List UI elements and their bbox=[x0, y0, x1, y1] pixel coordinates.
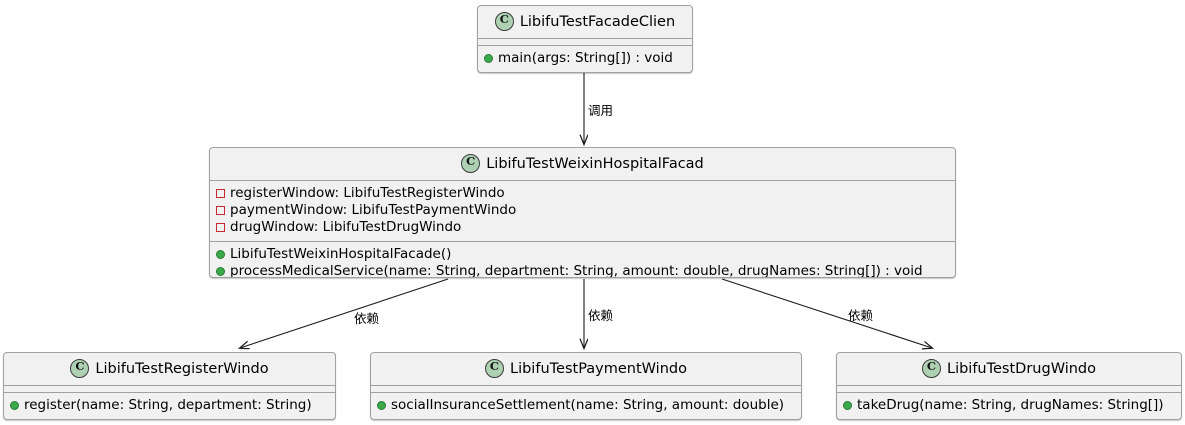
class-box-payment-window[interactable]: LibifuTestPaymentWindo socialInsuranceSe… bbox=[370, 352, 802, 420]
class-box-register-window[interactable]: LibifuTestRegisterWindo register(name: S… bbox=[3, 352, 336, 420]
member-label: processMedicalService(name: String, depa… bbox=[230, 263, 923, 278]
fields-compartment-facade-client bbox=[478, 39, 692, 46]
class-header-register-window: LibifuTestRegisterWindo bbox=[4, 353, 335, 386]
edge-label-dependency-payment: 依赖 bbox=[588, 308, 614, 323]
class-name-weixin-hospital-facade: LibifuTestWeixinHospitalFacad bbox=[486, 156, 704, 172]
class-box-facade-client[interactable]: LibifuTestFacadeClien main(args: String[… bbox=[477, 5, 693, 73]
class-circle-icon bbox=[494, 12, 514, 31]
member-row: socialInsuranceSettlement(name: String, … bbox=[377, 397, 795, 414]
member-label: takeDrug(name: String, drugNames: String… bbox=[857, 397, 1164, 413]
fields-compartment-weixin-hospital-facade: registerWindow: LibifuTestRegisterWindo … bbox=[210, 181, 955, 242]
member-label: LibifuTestWeixinHospitalFacade() bbox=[230, 246, 452, 262]
member-row: paymentWindow: LibifuTestPaymentWindo bbox=[216, 202, 949, 219]
class-circle-icon bbox=[461, 154, 481, 173]
class-name-payment-window: LibifuTestPaymentWindo bbox=[510, 361, 687, 377]
edge-label-dependency-register: 依赖 bbox=[354, 311, 380, 326]
class-header-drug-window: LibifuTestDrugWindo bbox=[837, 353, 1181, 386]
class-header-weixin-hospital-facade: LibifuTestWeixinHospitalFacad bbox=[210, 148, 955, 181]
member-row: register(name: String, department: Strin… bbox=[10, 397, 329, 414]
methods-compartment-weixin-hospital-facade: LibifuTestWeixinHospitalFacade() process… bbox=[210, 242, 955, 278]
class-box-weixin-hospital-facade[interactable]: LibifuTestWeixinHospitalFacad registerWi… bbox=[209, 147, 956, 278]
class-header-payment-window: LibifuTestPaymentWindo bbox=[371, 353, 801, 386]
fields-compartment-drug-window bbox=[837, 386, 1181, 393]
fields-compartment-register-window bbox=[4, 386, 335, 393]
member-row: drugWindow: LibifuTestDrugWindo bbox=[216, 219, 949, 236]
member-row: takeDrug(name: String, drugNames: String… bbox=[843, 397, 1175, 414]
member-label: paymentWindow: LibifuTestPaymentWindo bbox=[230, 202, 517, 218]
class-box-drug-window[interactable]: LibifuTestDrugWindo takeDrug(name: Strin… bbox=[836, 352, 1182, 420]
edge-label-dependency-drug: 依赖 bbox=[848, 308, 874, 323]
public-visibility-icon bbox=[377, 401, 386, 410]
methods-compartment-payment-window: socialInsuranceSettlement(name: String, … bbox=[371, 393, 801, 419]
public-visibility-icon bbox=[216, 267, 225, 276]
member-row: registerWindow: LibifuTestRegisterWindo bbox=[216, 185, 949, 202]
public-visibility-icon bbox=[216, 250, 225, 259]
private-visibility-icon bbox=[216, 189, 225, 198]
class-circle-icon bbox=[70, 359, 90, 378]
member-label: register(name: String, department: Strin… bbox=[24, 397, 312, 413]
class-circle-icon bbox=[485, 359, 504, 378]
public-visibility-icon bbox=[484, 54, 493, 63]
member-row: LibifuTestWeixinHospitalFacade() bbox=[216, 246, 949, 263]
methods-compartment-drug-window: takeDrug(name: String, drugNames: String… bbox=[837, 393, 1181, 419]
member-label: registerWindow: LibifuTestRegisterWindo bbox=[230, 185, 505, 201]
public-visibility-icon bbox=[843, 401, 852, 410]
member-label: drugWindow: LibifuTestDrugWindo bbox=[230, 219, 462, 235]
private-visibility-icon bbox=[216, 206, 225, 215]
connector-facade-to-register bbox=[240, 278, 449, 348]
class-name-register-window: LibifuTestRegisterWindo bbox=[95, 361, 269, 377]
member-label: main(args: String[]) : void bbox=[498, 50, 673, 66]
methods-compartment-register-window: register(name: String, department: Strin… bbox=[4, 393, 335, 419]
class-name-drug-window: LibifuTestDrugWindo bbox=[946, 361, 1097, 377]
class-header-facade-client: LibifuTestFacadeClien bbox=[478, 6, 692, 39]
edge-label-call: 调用 bbox=[588, 103, 614, 118]
class-name-facade-client: LibifuTestFacadeClien bbox=[519, 14, 676, 30]
public-visibility-icon bbox=[10, 401, 19, 410]
member-row: processMedicalService(name: String, depa… bbox=[216, 263, 949, 278]
fields-compartment-payment-window bbox=[371, 386, 801, 393]
class-circle-icon bbox=[921, 359, 941, 378]
member-row: main(args: String[]) : void bbox=[484, 50, 686, 67]
member-label: socialInsuranceSettlement(name: String, … bbox=[391, 397, 785, 413]
private-visibility-icon bbox=[216, 223, 225, 232]
connector-facade-to-drug bbox=[721, 278, 932, 348]
methods-compartment-facade-client: main(args: String[]) : void bbox=[478, 46, 692, 72]
